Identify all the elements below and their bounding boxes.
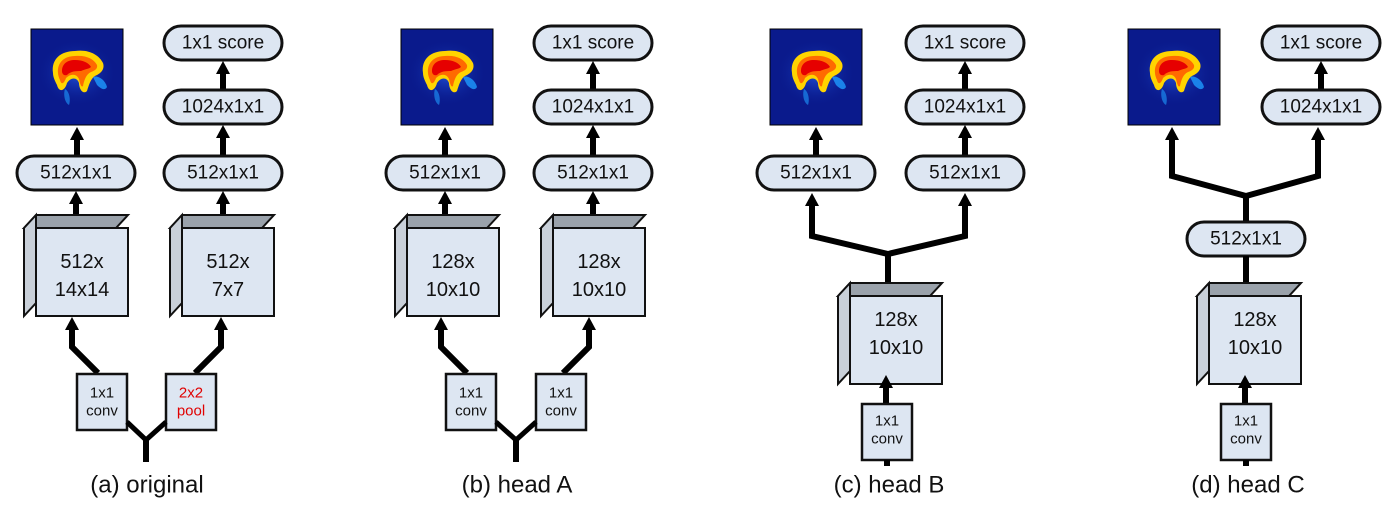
cube-channels: 128x bbox=[1233, 309, 1276, 331]
pool-op-size: 2x2 bbox=[179, 385, 203, 402]
caption-head-b: (c) head B bbox=[834, 472, 945, 499]
score-label: 1x1 score bbox=[1280, 33, 1362, 54]
segmentation-heatmap-icon bbox=[769, 28, 863, 126]
fc1024-box: 1024x1x1 bbox=[1260, 88, 1382, 126]
conv-op-type: conv bbox=[871, 431, 903, 448]
score-label: 1x1 score bbox=[552, 33, 634, 54]
fc1024-label: 1024x1x1 bbox=[1280, 97, 1362, 118]
left-fc-box: 512x1x1 bbox=[15, 154, 137, 192]
caption-head-a: (b) head A bbox=[462, 472, 573, 499]
shared-fc-label: 512x1x1 bbox=[1210, 229, 1282, 250]
segmentation-heatmap-icon bbox=[400, 28, 494, 126]
left-cube-size: 10x10 bbox=[426, 279, 481, 301]
shared-fc-box: 512x1x1 bbox=[1185, 220, 1307, 258]
conv-op-type: conv bbox=[86, 403, 118, 420]
conv-op-type: conv bbox=[1230, 431, 1262, 448]
fc1024-label: 1024x1x1 bbox=[552, 97, 634, 118]
fc1024-box: 1024x1x1 bbox=[904, 88, 1026, 126]
left-fc-label: 512x1x1 bbox=[409, 163, 481, 184]
conv-op-size: 1x1 bbox=[459, 385, 483, 402]
cube-size: 10x10 bbox=[1228, 337, 1283, 359]
conv-op-size: 1x1 bbox=[1234, 413, 1258, 430]
left-fc-label: 512x1x1 bbox=[780, 163, 852, 184]
conv-op-box: 1x1 conv bbox=[860, 402, 914, 462]
score-label: 1x1 score bbox=[924, 33, 1006, 54]
caption-original: (a) original bbox=[90, 472, 203, 499]
panel-head-c: 1x1 score 1024x1x1 512x1x1 128x 10x10 bbox=[1127, 24, 1382, 499]
panel-head-b: 1x1 score 1024x1x1 512x1x1 512x1x1 128x … bbox=[755, 24, 1026, 499]
segmentation-heatmap-icon bbox=[1127, 28, 1221, 126]
caption-head-c: (d) head C bbox=[1191, 472, 1304, 499]
feature-cube: 128x 10x10 bbox=[1194, 280, 1304, 387]
right-fc-box: 512x1x1 bbox=[532, 154, 654, 192]
left-feature-cube: 512x 14x14 bbox=[21, 212, 131, 319]
pool-op-box: 2x2 pool bbox=[164, 372, 218, 432]
feature-cube: 128x 10x10 bbox=[835, 280, 945, 387]
right-cube-size: 7x7 bbox=[212, 279, 244, 301]
right-feature-cube: 512x 7x7 bbox=[167, 212, 277, 319]
right-fc-box: 512x1x1 bbox=[904, 154, 1026, 192]
score-box: 1x1 score bbox=[1260, 24, 1382, 62]
left-fc-box: 512x1x1 bbox=[755, 154, 877, 192]
left-fc-box: 512x1x1 bbox=[384, 154, 506, 192]
fc1024-box: 1024x1x1 bbox=[162, 88, 284, 126]
score-box: 1x1 score bbox=[162, 24, 284, 62]
left-fc-label: 512x1x1 bbox=[40, 163, 112, 184]
conv-op-type: conv bbox=[545, 403, 577, 420]
score-label: 1x1 score bbox=[182, 33, 264, 54]
right-conv-op-box: 1x1 conv bbox=[534, 372, 588, 432]
right-fc-label: 512x1x1 bbox=[557, 163, 629, 184]
conv-op-box: 1x1 conv bbox=[75, 372, 129, 432]
pool-op-type: pool bbox=[177, 403, 205, 420]
conv-op-size: 1x1 bbox=[875, 413, 899, 430]
fc1024-box: 1024x1x1 bbox=[532, 88, 654, 126]
right-fc-label: 512x1x1 bbox=[929, 163, 1001, 184]
fc1024-label: 1024x1x1 bbox=[924, 97, 1006, 118]
left-cube-channels: 128x bbox=[431, 251, 474, 273]
right-cube-channels: 128x bbox=[577, 251, 620, 273]
left-feature-cube: 128x 10x10 bbox=[392, 212, 502, 319]
cube-size: 10x10 bbox=[869, 337, 924, 359]
score-box: 1x1 score bbox=[532, 24, 654, 62]
right-cube-channels: 512x bbox=[206, 251, 249, 273]
segmentation-heatmap-icon bbox=[30, 28, 124, 126]
right-feature-cube: 128x 10x10 bbox=[538, 212, 648, 319]
left-conv-op-box: 1x1 conv bbox=[444, 372, 498, 432]
conv-op-size: 1x1 bbox=[549, 385, 573, 402]
cube-channels: 128x bbox=[874, 309, 917, 331]
conv-op-type: conv bbox=[455, 403, 487, 420]
left-cube-size: 14x14 bbox=[55, 279, 110, 301]
right-fc-label: 512x1x1 bbox=[187, 163, 259, 184]
right-cube-size: 10x10 bbox=[572, 279, 627, 301]
score-box: 1x1 score bbox=[904, 24, 1026, 62]
right-fc-box: 512x1x1 bbox=[162, 154, 284, 192]
left-cube-channels: 512x bbox=[60, 251, 103, 273]
panel-original: 1x1 score 1024x1x1 512x1x1 512x1x1 512x bbox=[15, 24, 284, 499]
conv-op-box: 1x1 conv bbox=[1219, 402, 1273, 462]
conv-op-size: 1x1 bbox=[90, 385, 114, 402]
panel-head-a: 1x1 score 1024x1x1 512x1x1 512x1x1 128x … bbox=[384, 24, 654, 499]
fc1024-label: 1024x1x1 bbox=[182, 97, 264, 118]
